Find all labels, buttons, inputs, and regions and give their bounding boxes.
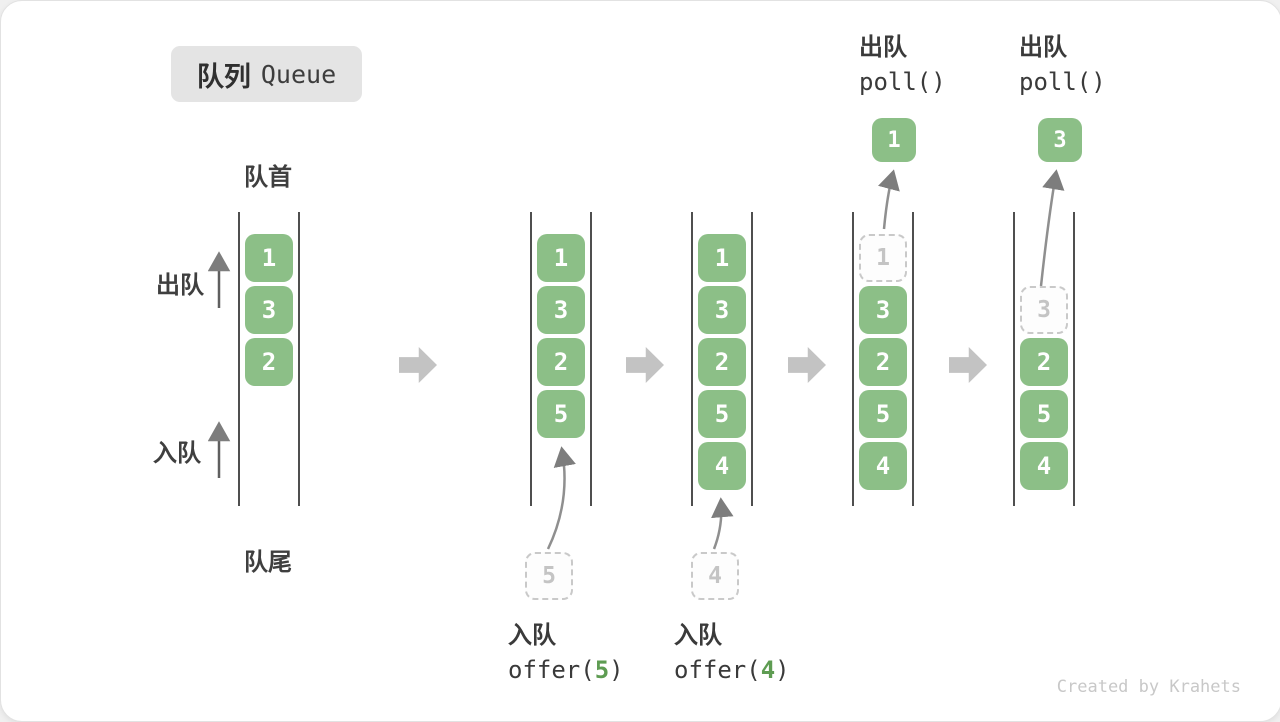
incoming-item-ghost: 4 bbox=[691, 552, 739, 600]
enqueue-side-label: 入队 bbox=[153, 440, 201, 467]
queue-wall bbox=[852, 212, 854, 506]
offer-operation-label: 入队 offer(4) bbox=[674, 619, 790, 687]
queue-wall bbox=[691, 212, 693, 506]
popped-item: 1 bbox=[872, 118, 916, 162]
poll-call: poll() bbox=[859, 68, 946, 96]
queue-wall bbox=[530, 212, 532, 506]
offer-operation-label: 入队 offer(5) bbox=[508, 619, 624, 687]
queue-wall bbox=[590, 212, 592, 506]
queue-state-1: 1 3 2 bbox=[238, 212, 300, 506]
poll-call: poll() bbox=[1019, 68, 1106, 96]
queue-state-5: 3 2 5 4 bbox=[1013, 212, 1075, 506]
queue-item: 3 bbox=[537, 286, 585, 334]
queue-item: 1 bbox=[698, 234, 746, 282]
queue-item: 5 bbox=[698, 390, 746, 438]
queue-wall bbox=[912, 212, 914, 506]
queue-wall bbox=[298, 212, 300, 506]
enqueue-label: 入队 bbox=[508, 622, 556, 649]
offer-arg: 4 bbox=[760, 656, 776, 684]
removed-item-ghost: 3 bbox=[1020, 286, 1068, 334]
enqueue-4-arrow bbox=[711, 497, 734, 550]
title-badge: 队列 Queue bbox=[171, 46, 362, 102]
transition-arrow-icon bbox=[949, 347, 987, 383]
queue-wall bbox=[1073, 212, 1075, 506]
queue-item: 3 bbox=[698, 286, 746, 334]
transition-arrow-icon bbox=[626, 347, 664, 383]
queue-wall bbox=[751, 212, 753, 506]
transition-arrow-icon bbox=[788, 347, 826, 383]
queue-item: 5 bbox=[859, 390, 907, 438]
title-zh: 队列 bbox=[196, 61, 251, 92]
queue-state-3: 1 3 2 5 4 bbox=[691, 212, 753, 506]
queue-item: 4 bbox=[1020, 442, 1068, 490]
queue-item: 1 bbox=[245, 234, 293, 282]
dequeue-label: 出队 bbox=[859, 34, 907, 61]
queue-item: 4 bbox=[859, 442, 907, 490]
queue-wall bbox=[1013, 212, 1015, 506]
queue-item: 2 bbox=[1020, 338, 1068, 386]
enqueue-label: 入队 bbox=[674, 622, 722, 649]
queue-item: 3 bbox=[245, 286, 293, 334]
queue-state-4: 1 3 2 5 4 bbox=[852, 212, 914, 506]
queue-item: 5 bbox=[1020, 390, 1068, 438]
offer-call: offer(4) bbox=[674, 656, 790, 684]
poll-operation-label: 出队 poll() bbox=[859, 31, 946, 99]
queue-front-label: 队首 bbox=[244, 164, 292, 191]
transition-arrow-icon bbox=[399, 347, 437, 383]
poll-operation-label: 出队 poll() bbox=[1019, 31, 1106, 99]
queue-state-2: 1 3 2 5 bbox=[530, 212, 592, 506]
credit-text: Created by Krahets bbox=[1056, 677, 1241, 697]
queue-item: 1 bbox=[537, 234, 585, 282]
queue-item: 2 bbox=[537, 338, 585, 386]
incoming-item-ghost: 5 bbox=[525, 552, 573, 600]
queue-wall bbox=[238, 212, 240, 506]
dequeue-label: 出队 bbox=[1019, 34, 1067, 61]
offer-call: offer(5) bbox=[508, 656, 624, 684]
queue-item: 3 bbox=[859, 286, 907, 334]
dequeue-side-label: 出队 bbox=[156, 272, 204, 299]
queue-item: 2 bbox=[698, 338, 746, 386]
queue-item: 4 bbox=[698, 442, 746, 490]
popped-item: 3 bbox=[1038, 118, 1082, 162]
queue-item: 5 bbox=[537, 390, 585, 438]
title-en: Queue bbox=[260, 59, 337, 89]
queue-item: 2 bbox=[245, 338, 293, 386]
offer-arg: 5 bbox=[594, 656, 610, 684]
removed-item-ghost: 1 bbox=[859, 234, 907, 282]
queue-rear-label: 队尾 bbox=[244, 549, 292, 576]
queue-item: 2 bbox=[859, 338, 907, 386]
